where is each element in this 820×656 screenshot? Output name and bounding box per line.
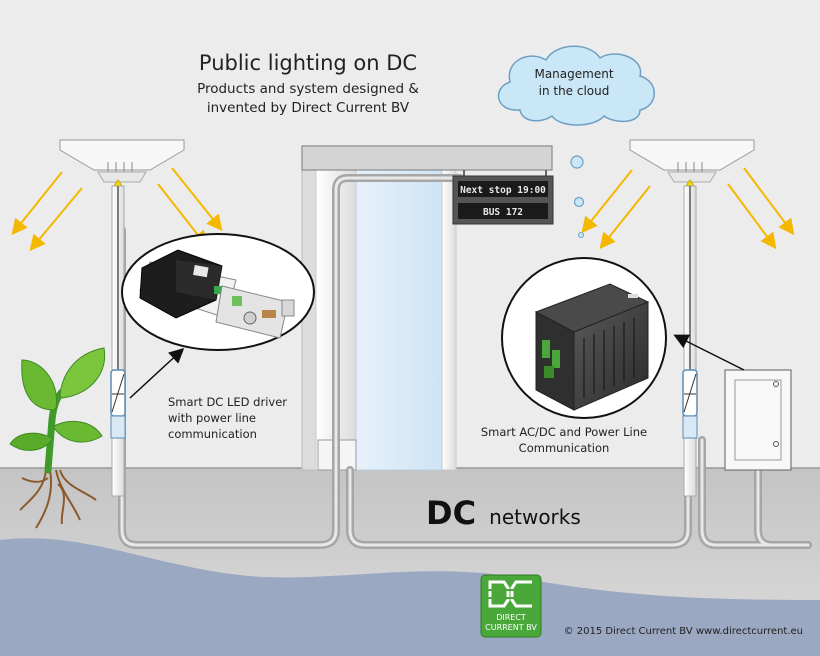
light-rays-left (11, 167, 223, 252)
plant-icon (9, 347, 106, 529)
subtitle-line2: invented by Direct Current BV (207, 100, 410, 116)
groundwater (0, 538, 820, 656)
bus-sign-line1: Next stop 19:00 (460, 185, 546, 196)
led-driver-label-3: communication (168, 427, 257, 441)
subtitle-line1: Products and system designed & (197, 81, 419, 97)
dc-networks-bold: DC (426, 494, 476, 532)
title-block: Public lighting on DC Products and syste… (197, 51, 419, 116)
led-driver-callout (121, 233, 315, 399)
dc-logo-icon: DIRECT CURRENT BV (480, 574, 542, 638)
logo-line2: CURRENT BV (485, 623, 537, 632)
acdc-converter-icon (534, 283, 650, 411)
cloud-line2: in the cloud (539, 84, 610, 98)
page-title: Public lighting on DC (199, 51, 417, 75)
bus-stop-display: Next stop 19:00 BUS 172 (452, 170, 554, 225)
light-rays-right (581, 167, 795, 250)
copyright-text: © 2015 Direct Current BV www.directcurre… (564, 626, 803, 637)
led-driver-label-2: with power line (168, 411, 256, 425)
acdc-label-2: Communication (519, 441, 610, 455)
bus-sign-line2: BUS 172 (483, 207, 523, 218)
acdc-label-1: Smart AC/DC and Power Line (481, 425, 647, 439)
cabinet-icon (724, 369, 792, 471)
cloud-icon: Management in the cloud (497, 45, 655, 238)
logo-line1: DIRECT (496, 613, 526, 622)
dc-networks-rest: networks (489, 505, 581, 529)
led-driver-icon (139, 249, 295, 339)
lamp-post-left-icon (59, 139, 185, 497)
led-driver-label-1: Smart DC LED driver (168, 395, 287, 409)
cloud-line1: Management (534, 67, 613, 81)
dc-networks-label: DC networks (426, 494, 581, 532)
acdc-callout (501, 257, 745, 419)
